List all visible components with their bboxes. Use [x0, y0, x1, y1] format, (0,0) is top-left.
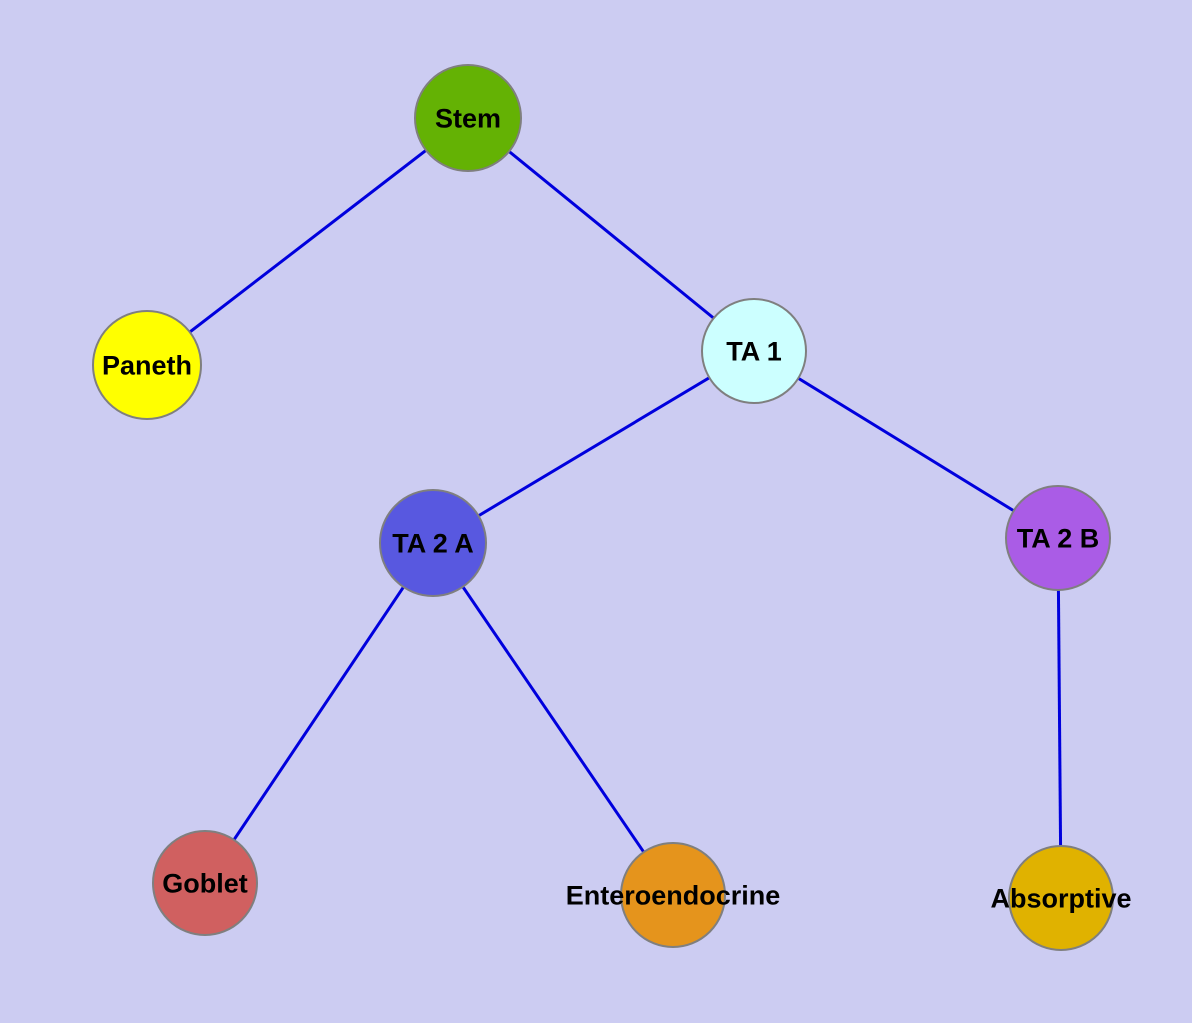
node-ta2a[interactable]: TA 2 A [379, 489, 487, 597]
node-circle-ta2b[interactable] [1005, 485, 1111, 591]
node-enteroendocrine[interactable]: Enteroendocrine [566, 842, 781, 948]
edge-ta1-ta2b [753, 349, 1059, 540]
node-ta2b[interactable]: TA 2 B [1005, 485, 1111, 591]
edge-ta1-ta2a [432, 349, 755, 545]
node-circle-stem[interactable] [414, 64, 522, 172]
node-circle-absorptive[interactable] [1008, 845, 1114, 951]
edge-ta2b-absorptive [1056, 537, 1063, 899]
edge-stem-paneth [146, 116, 469, 367]
node-stem[interactable]: Stem [414, 64, 522, 172]
edge-ta2a-goblet [203, 542, 435, 884]
node-goblet[interactable]: Goblet [152, 830, 258, 936]
node-absorptive[interactable]: Absorptive [990, 845, 1132, 951]
node-circle-goblet[interactable] [152, 830, 258, 936]
edge-stem-ta1 [467, 116, 755, 353]
node-circle-enteroendocrine[interactable] [620, 842, 726, 948]
node-paneth[interactable]: Paneth [92, 310, 202, 420]
edges-layer [146, 116, 1063, 899]
node-circle-paneth[interactable] [92, 310, 202, 420]
edge-ta2a-enteroendocrine [431, 542, 675, 896]
node-ta1[interactable]: TA 1 [701, 298, 807, 404]
node-circle-ta1[interactable] [701, 298, 807, 404]
node-circle-ta2a[interactable] [379, 489, 487, 597]
